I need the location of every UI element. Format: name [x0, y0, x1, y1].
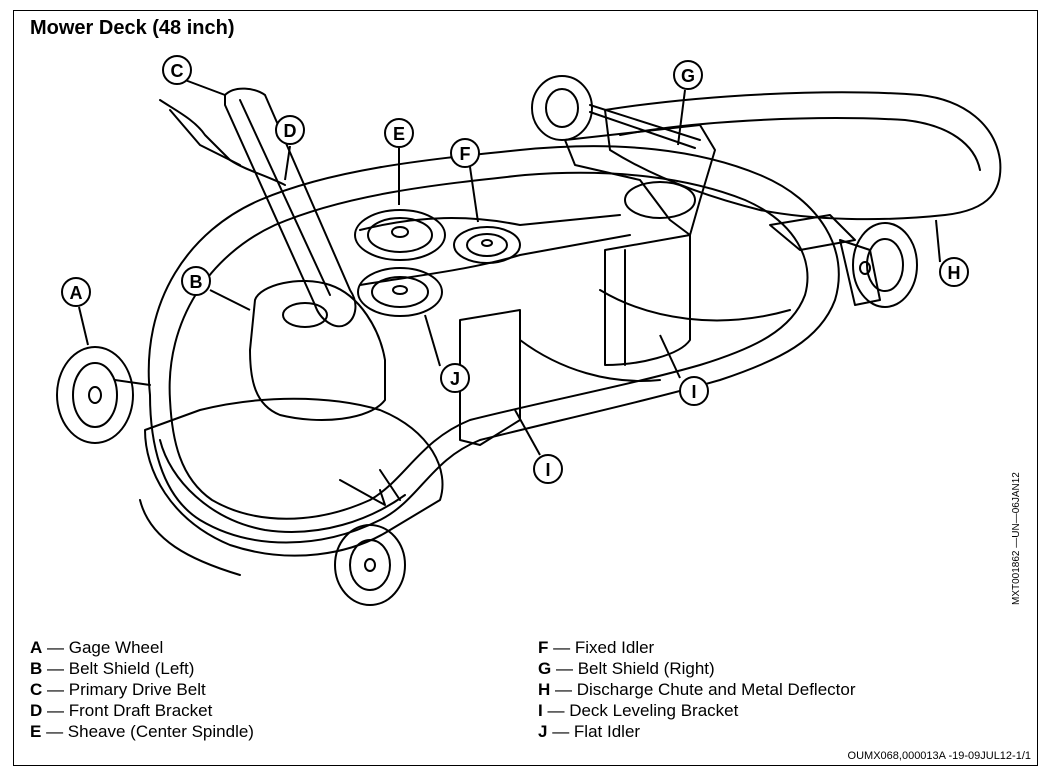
callout-f-letter: F: [460, 144, 471, 164]
deck-leveling-bracket-right: [604, 234, 691, 366]
fixed-idler-pulley: [453, 226, 521, 264]
callout-i-right: [679, 376, 709, 406]
figure-frame: [13, 10, 1038, 766]
belt-shield-right: [564, 124, 716, 236]
legend-row: A — Gage Wheel: [30, 638, 164, 657]
callout-i-right-letter: I: [691, 382, 696, 402]
legend-row: I — Deck Leveling Bracket: [538, 701, 739, 720]
primary-drive-belt: [224, 87, 357, 328]
legend-row: G — Belt Shield (Right): [538, 659, 715, 678]
legend-row: E — Sheave (Center Spindle): [30, 722, 254, 741]
callout-g-letter: G: [681, 66, 695, 86]
callout-e-letter: E: [393, 124, 405, 144]
front-skirt: [139, 499, 241, 576]
callout-j-letter: J: [450, 369, 460, 389]
deck-inner-rim: [168, 171, 809, 520]
gage-wheel-left: [56, 346, 134, 444]
legend-row: F — Fixed Idler: [538, 638, 655, 657]
legend-row: H — Discharge Chute and Metal Deflector: [538, 680, 856, 699]
legend-row: B — Belt Shield (Left): [30, 659, 195, 678]
callout-b: [181, 266, 211, 296]
deck-body-outline: [147, 145, 840, 544]
deck-leveling-bracket-left: [459, 309, 521, 446]
callout-e: [384, 118, 414, 148]
gage-wheel-front: [334, 524, 406, 606]
callout-a: [61, 277, 91, 307]
callout-i-left-letter: I: [545, 460, 550, 480]
callout-h-letter: H: [948, 263, 961, 283]
callout-g: [673, 60, 703, 90]
sheave-center-spindle: [354, 209, 446, 261]
legend-row: C — Primary Drive Belt: [30, 680, 206, 699]
callout-c-letter: C: [171, 61, 184, 81]
flat-idler-pulley: [357, 267, 443, 317]
figure-id: MXT001862 —UN—06JAN12: [1011, 472, 1022, 605]
legend-row: D — Front Draft Bracket: [30, 701, 213, 720]
callout-h: [939, 257, 969, 287]
callout-d: [275, 115, 305, 145]
left-spindle-housing: [144, 397, 444, 557]
belt-shield-left: [249, 279, 386, 421]
gage-wheel-rear: [531, 75, 593, 141]
front-draft-bracket: [159, 99, 286, 186]
mower-deck-illustration: C D E F G H A B J I I: [56, 55, 1002, 606]
callout-b-letter: B: [190, 272, 203, 292]
callouts: [61, 55, 969, 484]
callout-d-letter: D: [284, 121, 297, 141]
callout-f: [450, 138, 480, 168]
document-reference: OUMX068,000013A -19-09JUL12-1/1: [847, 750, 1031, 762]
callout-j: [440, 363, 470, 393]
callout-c: [162, 55, 192, 85]
discharge-chute: [604, 91, 1002, 221]
page-title: Mower Deck (48 inch): [30, 17, 235, 39]
gage-wheel-right: [852, 222, 918, 308]
legend-row: J — Flat Idler: [538, 722, 641, 741]
legend-right: F — Fixed Idler G — Belt Shield (Right) …: [538, 637, 855, 742]
callout-i-left: [533, 454, 563, 484]
legend-left: A — Gage Wheel B — Belt Shield (Left) C …: [30, 637, 254, 742]
callout-a-letter: A: [70, 283, 83, 303]
